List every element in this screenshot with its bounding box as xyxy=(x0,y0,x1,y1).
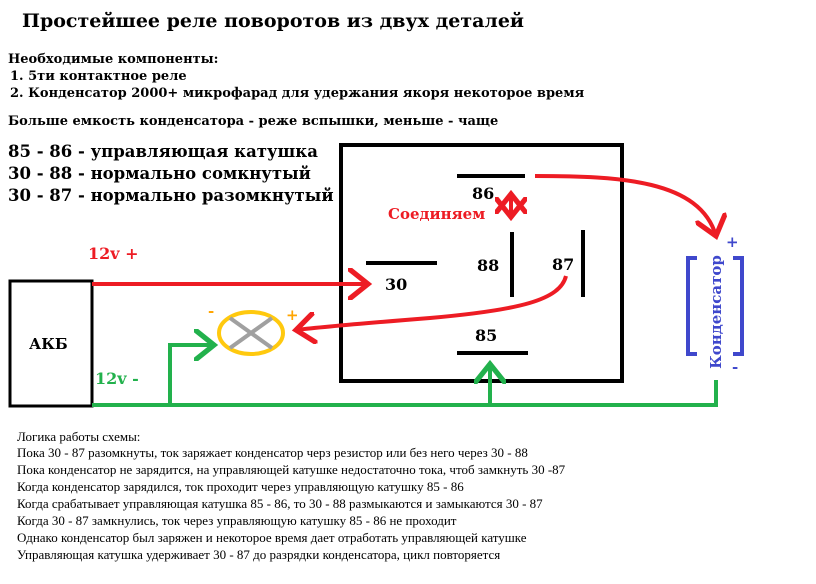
ground-to-lamp-wire xyxy=(168,345,214,405)
requirement-item: 2. Конденсатор 2000+ микрофарад для удер… xyxy=(10,86,585,101)
lamp-plus-label: + xyxy=(286,306,299,324)
capacitor-icon xyxy=(686,256,744,356)
legend-item: 85 - 86 - управляющая катушка xyxy=(8,142,318,161)
pin-87-label: 87 xyxy=(552,255,574,274)
logic-line: Когда конденсатор зарядился, ток проходи… xyxy=(17,479,464,494)
lamp-minus-label: - xyxy=(208,302,214,320)
pin-85-label: 85 xyxy=(475,326,497,345)
connect-label: Соединяем xyxy=(388,205,485,223)
minus-12v-label: 12v - xyxy=(95,369,139,388)
battery xyxy=(8,279,94,408)
ground-wire xyxy=(92,380,718,407)
wire-87-to-lamp xyxy=(296,275,568,330)
logic-line: Когда срабатывает управляющая катушка 85… xyxy=(17,496,543,511)
capacity-note: Больше емкость конденсатора - реже вспыш… xyxy=(8,114,499,129)
logic-line: Однако конденсатор был заряжен и некотор… xyxy=(17,530,527,545)
pin-86-label: 86 xyxy=(472,184,494,203)
battery-label: АКБ xyxy=(29,335,68,353)
pin-88-label: 88 xyxy=(477,256,499,275)
wire-86-to-capacitor xyxy=(534,174,716,236)
capacitor-label: Конденсатор xyxy=(707,255,725,369)
capacitor-plus-label: + xyxy=(726,233,739,251)
requirements-heading: Необходимые компоненты: xyxy=(8,52,219,67)
capacitor-minus-label: - xyxy=(732,358,738,376)
logic-heading: Логика работы схемы: xyxy=(17,429,141,444)
logic-line: Пока конденсатор не зарядится, на управл… xyxy=(17,462,566,477)
plus-12v-label: 12v + xyxy=(88,244,139,263)
legend-item: 30 - 88 - нормально сомкнутый xyxy=(8,164,311,183)
pin-30-label: 30 xyxy=(385,275,407,294)
page-title: Простейшее реле поворотов из двух детале… xyxy=(22,10,524,32)
logic-line: Когда 30 - 87 замкнулись, ток через упра… xyxy=(17,513,457,528)
logic-line: Управляющая катушка удерживает 30 - 87 д… xyxy=(17,547,501,562)
requirement-item: 1. 5ти контактное реле xyxy=(10,69,187,84)
lamp-icon xyxy=(217,310,285,356)
legend-item: 30 - 87 - нормально разомкнутый xyxy=(8,186,334,205)
logic-line: Пока 30 - 87 разомкнуты, ток заряжает ко… xyxy=(17,445,528,460)
